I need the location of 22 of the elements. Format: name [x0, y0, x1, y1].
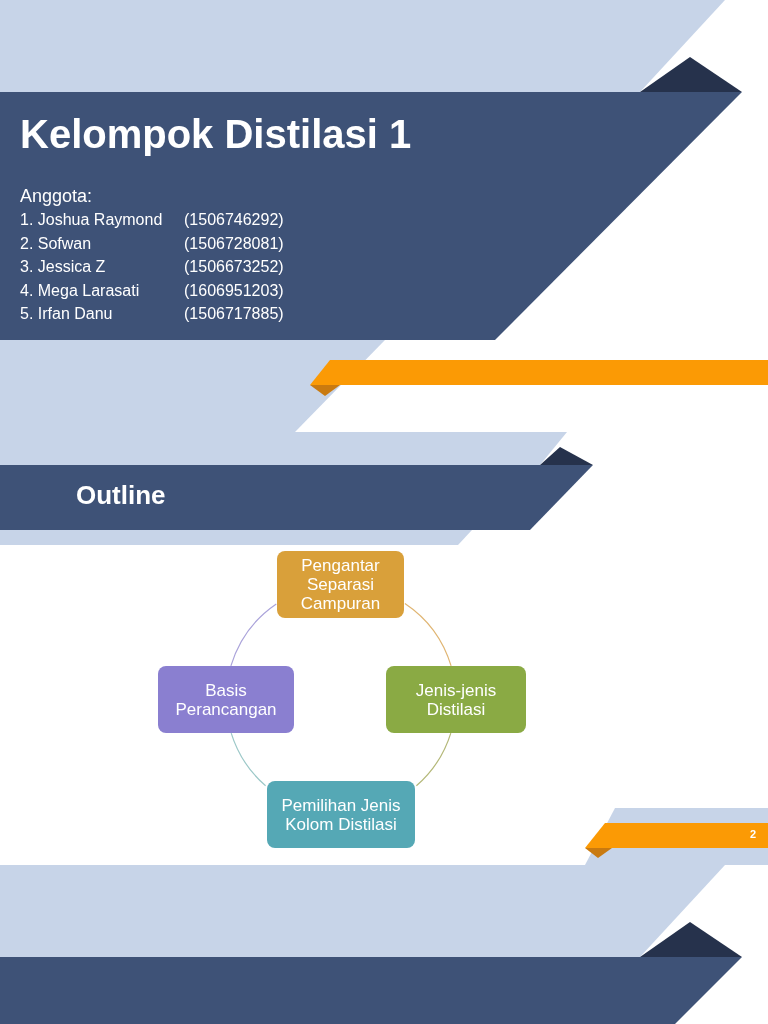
topic-box: Pemilihan Jenis Kolom Distilasi — [267, 781, 415, 848]
member-id: (1506673252) — [184, 258, 284, 276]
topic-box: Jenis-jenis Distilasi — [386, 666, 526, 733]
slide-title: Kelompok Distilasi 1 — [20, 112, 412, 157]
list-heading: Anggota: — [20, 186, 93, 207]
member-name: 3. Jessica Z — [20, 258, 106, 276]
member-id: (1506717885) — [184, 305, 284, 323]
section-title: Outline — [76, 480, 166, 511]
connector-arc — [404, 602, 452, 667]
member-id: (1606951203) — [184, 281, 284, 300]
connector-arc — [230, 603, 277, 667]
connector-arc — [230, 732, 267, 787]
member-name: 5. Irfan Danu — [20, 305, 113, 323]
member-id: (1506728081) — [184, 234, 284, 253]
member-name: 4. Mega Larasati — [20, 281, 140, 300]
topic-box: Pengantar Separasi Campuran — [277, 551, 404, 618]
topic-box: Basis Perancangan — [158, 666, 294, 733]
member-name: 1. Joshua Raymond — [20, 211, 163, 229]
member-name: 2. Sofwan — [20, 234, 92, 253]
member-id: (1506746292) — [184, 211, 284, 229]
page-number: 2 — [750, 828, 757, 840]
connector-arc — [415, 732, 452, 787]
